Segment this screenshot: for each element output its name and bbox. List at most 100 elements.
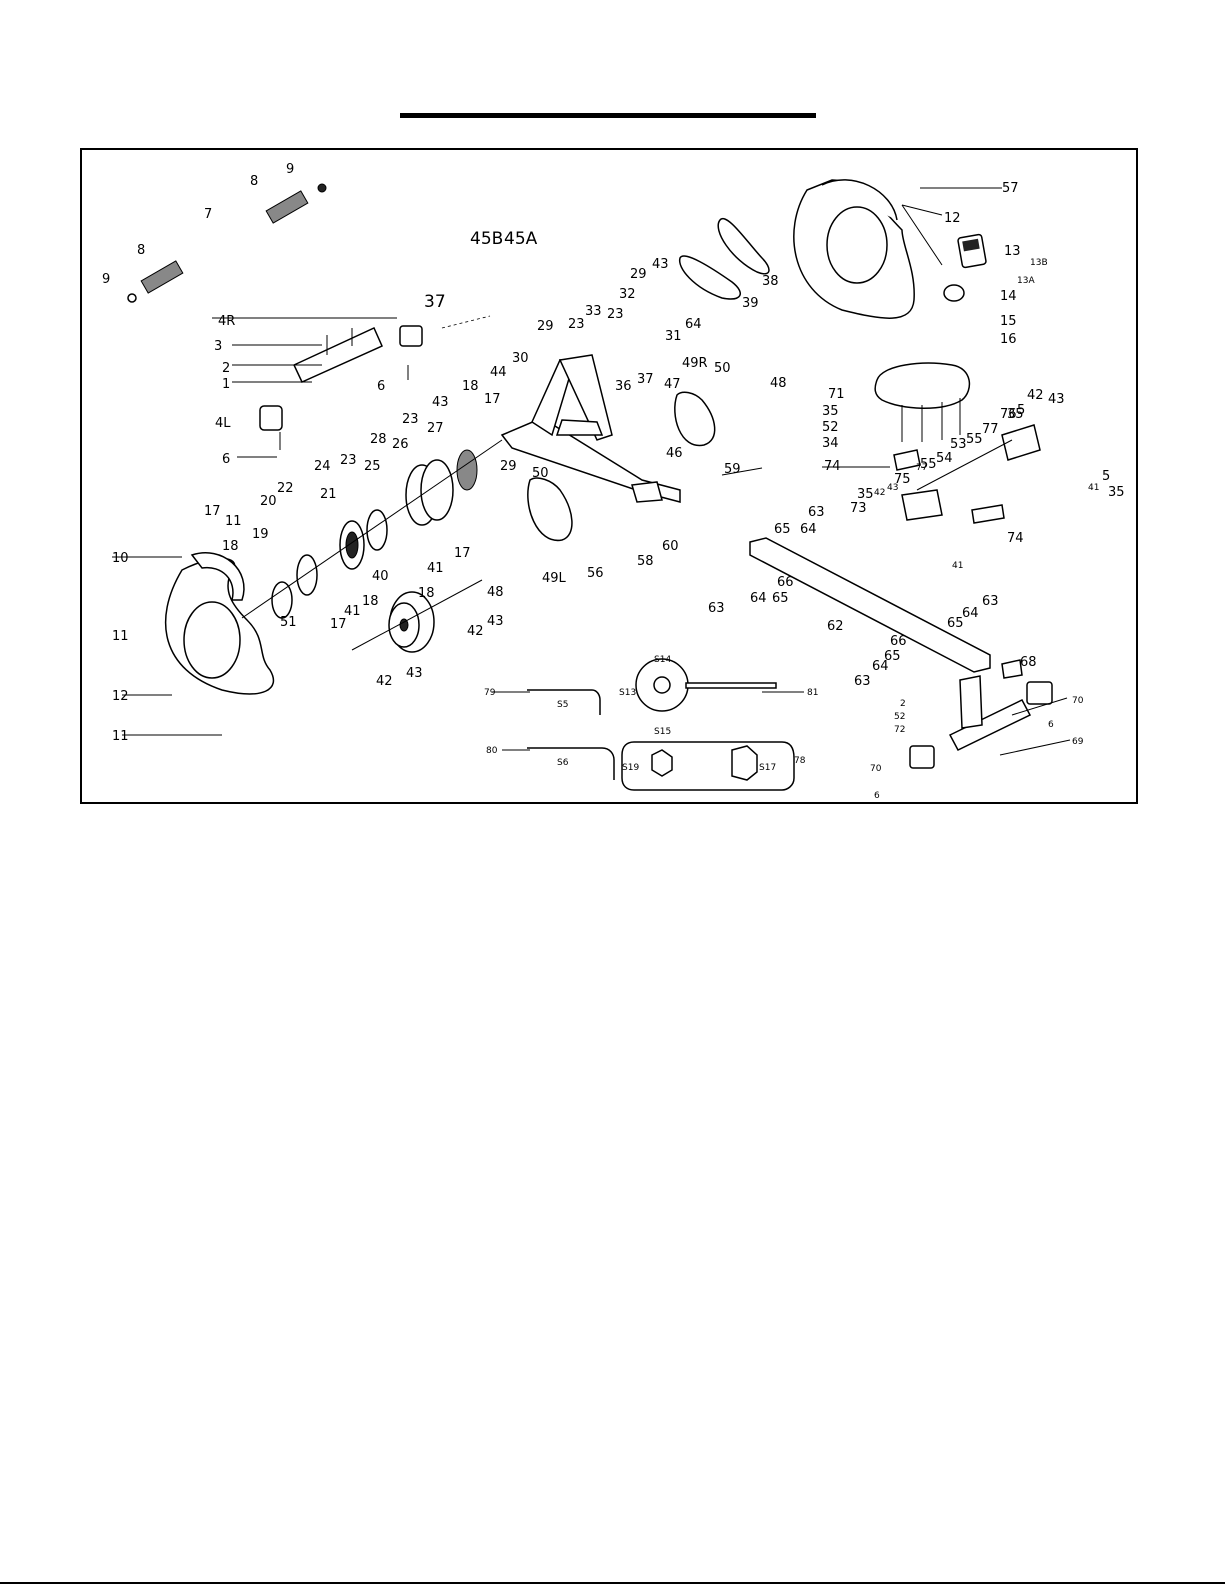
callout-9-bottom: 9: [102, 272, 110, 287]
pedal-left: [527, 477, 573, 541]
callout-41-center: 41: [427, 561, 444, 576]
callout-43-right: 43: [1048, 392, 1065, 407]
callout-6-top: 6: [377, 379, 385, 394]
callout-18-left: 18: [222, 539, 239, 554]
callout-62: 62: [827, 619, 844, 634]
callout-11-bottom: 11: [112, 729, 129, 744]
callout-S5: S5: [557, 700, 568, 710]
seat-slider-assembly: [893, 424, 1041, 524]
callout-18-lower: 18: [362, 594, 379, 609]
callout-49R: 49R: [682, 356, 708, 371]
exploded-view-drawing: 9 8 7 8 9 4R 3 2 1 6 4L 6 45B 45A 37 10 …: [102, 162, 1125, 801]
callout-12-left: 12: [112, 689, 129, 704]
callout-45A: 45A: [504, 229, 538, 249]
callout-8-bottom: 8: [137, 243, 145, 258]
callout-44: 44: [490, 365, 507, 380]
callout-40: 40: [372, 569, 389, 584]
callout-26: 26: [392, 437, 409, 452]
callout-77-top: 77: [982, 422, 999, 437]
callout-31: 31: [665, 329, 682, 344]
callout-34: 34: [822, 436, 839, 451]
callout-37-crank: 37: [637, 372, 654, 387]
callout-27: 27: [427, 421, 444, 436]
callout-71: 71: [828, 387, 845, 402]
callout-6-bottom: 6: [874, 791, 880, 801]
console-monitor: [943, 233, 987, 302]
callout-51: 51: [280, 615, 297, 630]
callout-70-left: 70: [870, 764, 882, 774]
callout-37-top: 37: [424, 292, 446, 312]
callout-39: 39: [742, 296, 759, 311]
callout-labels: 9 8 7 8 9 4R 3 2 1 6 4L 6 45B 45A 37 10 …: [102, 162, 1125, 801]
callout-9-top: 9: [286, 162, 294, 177]
callout-76: 76: [1000, 407, 1017, 422]
callout-52-seat: 52: [822, 420, 839, 435]
callout-29-mid: 29: [537, 319, 554, 334]
callout-2-front: 2: [900, 699, 906, 709]
callout-S15: S15: [654, 727, 671, 737]
callout-42-bottom: 42: [376, 674, 393, 689]
callout-64-right: 64: [962, 606, 979, 621]
callout-46: 46: [666, 446, 683, 461]
callout-42-lower: 42: [874, 488, 885, 498]
callout-35-right: 35: [1007, 407, 1024, 422]
rear-stabilizer-assembly: [259, 325, 423, 450]
callout-59: 59: [724, 462, 741, 477]
callout-72: 72: [894, 725, 905, 735]
callout-56: 56: [587, 566, 604, 581]
callout-22: 22: [277, 481, 294, 496]
drive-pulley-stack: [241, 439, 503, 619]
callout-3: 3: [214, 339, 222, 354]
callout-64-bottom: 64: [872, 659, 889, 674]
callout-28: 28: [370, 432, 387, 447]
callout-79: 79: [484, 688, 496, 698]
callout-63-top: 63: [808, 505, 825, 520]
callout-20: 20: [260, 494, 277, 509]
callout-leaders: [112, 187, 1071, 756]
callout-2: 2: [222, 361, 230, 376]
callout-74-top: 74: [824, 459, 841, 474]
title-underline-bar: [400, 113, 816, 118]
right-side-cover: [793, 179, 943, 319]
callout-18-flywheel: 18: [418, 586, 435, 601]
callout-S14: S14: [654, 655, 671, 665]
callout-S6: S6: [557, 758, 569, 768]
callout-24: 24: [314, 459, 331, 474]
callout-S17: S17: [759, 763, 776, 773]
callout-5-right: 5: [1102, 469, 1110, 484]
callout-63-left: 63: [708, 601, 725, 616]
pedal-right: [674, 391, 716, 447]
callout-43-lower: 43: [887, 483, 898, 493]
left-side-cover: [164, 552, 275, 695]
callout-53: 53: [950, 437, 967, 452]
callout-48-top: 48: [770, 376, 787, 391]
callout-10: 10: [112, 551, 129, 566]
callout-64-left: 64: [750, 591, 767, 606]
callout-73: 73: [850, 501, 867, 516]
callout-18-frame: 18: [462, 379, 479, 394]
callout-77-mid: 77: [916, 463, 927, 473]
callout-13: 13: [1004, 244, 1021, 259]
callout-17-left: 17: [204, 504, 221, 519]
callout-17-bottom: 17: [330, 617, 347, 632]
callout-6-right: 6: [1048, 720, 1054, 730]
callout-47: 47: [664, 377, 681, 392]
callout-23-left: 23: [340, 453, 357, 468]
callout-48-left: 48: [487, 585, 504, 600]
callout-8-top: 8: [250, 174, 258, 189]
callout-43-flywheel: 43: [487, 614, 504, 629]
callout-5-top: 5: [1017, 403, 1025, 418]
callout-43-upper: 43: [432, 395, 449, 410]
callout-64-rail: 64: [800, 522, 817, 537]
callout-36: 36: [615, 379, 632, 394]
callout-78: 78: [794, 756, 806, 766]
callout-17-lower: 17: [454, 546, 471, 561]
callout-50-top: 50: [714, 361, 731, 376]
callout-52-front: 52: [894, 712, 905, 722]
callout-23-crank: 23: [568, 317, 585, 332]
callout-6-left: 6: [222, 452, 230, 467]
callout-65-top: 65: [774, 522, 791, 537]
hex-key-s6: [527, 747, 615, 780]
callout-29-top: 29: [630, 267, 647, 282]
callout-19: 19: [252, 527, 269, 542]
